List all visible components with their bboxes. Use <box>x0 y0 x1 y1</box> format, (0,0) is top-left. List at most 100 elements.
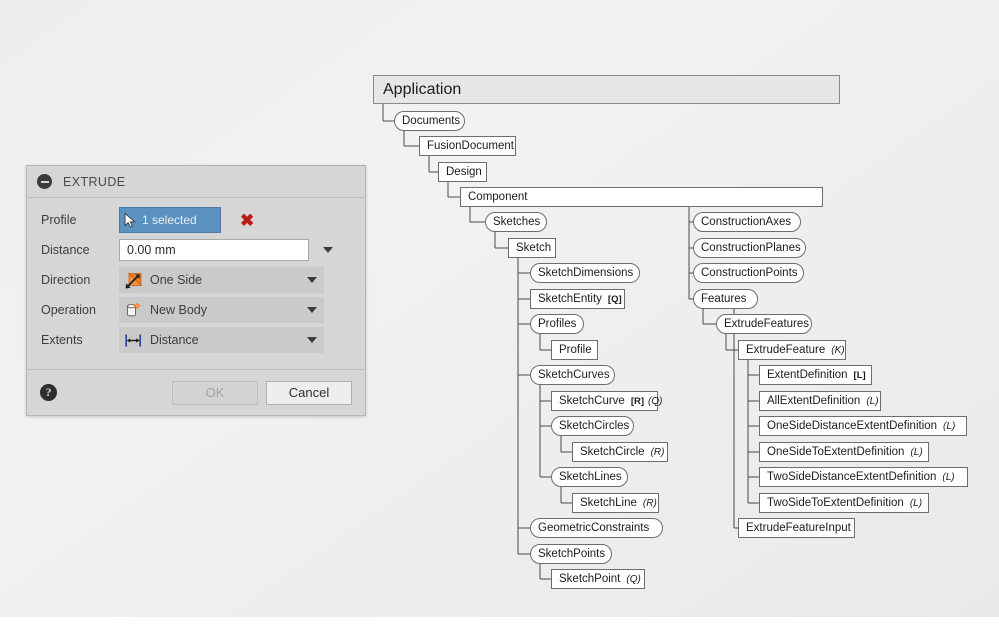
tree-node-label: Features <box>701 293 747 305</box>
tree-node-label: ConstructionAxes <box>701 216 792 228</box>
label-profile: Profile <box>41 213 77 227</box>
extents-chevron-down-icon[interactable] <box>307 337 317 343</box>
tree-node-construction-points[interactable]: ConstructionPoints <box>693 263 804 283</box>
tree-node-label: ConstructionPlanes <box>701 242 801 254</box>
distance-dropdown-chevron-icon[interactable] <box>323 247 333 253</box>
tree-node-fusion-document[interactable]: FusionDocument <box>419 136 516 156</box>
help-icon[interactable]: ? <box>40 384 57 401</box>
extrude-dialog[interactable]: EXTRUDE Profile 1 selected ✖ Distance 0.… <box>26 165 366 416</box>
tree-node-one-side-to-extent-definition[interactable]: OneSideToExtentDefinition(L) <box>759 442 929 462</box>
row-distance: Distance 0.00 mm <box>27 235 365 265</box>
tree-node-two-side-to-extent-definition[interactable]: TwoSideToExtentDefinition(L) <box>759 493 929 513</box>
tree-node-tag: [L] <box>853 369 866 381</box>
tree-node-features[interactable]: Features <box>693 289 758 309</box>
tree-node-component[interactable]: Component <box>460 187 823 207</box>
tree-node-construction-axes[interactable]: ConstructionAxes <box>693 212 801 232</box>
tree-node-geometric-constraints[interactable]: GeometricConstraints <box>530 518 663 538</box>
tree-node-tag-secondary: (Q) <box>648 395 663 407</box>
tree-connector-lines <box>382 104 759 580</box>
tree-node-label: TwoSideToExtentDefinition <box>767 497 904 509</box>
tree-node-documents[interactable]: Documents <box>394 111 465 131</box>
tree-node-sketch-dimensions[interactable]: SketchDimensions <box>530 263 640 283</box>
tree-node-label: ConstructionPoints <box>701 267 798 279</box>
tree-node-label: ExtrudeFeatureInput <box>746 522 851 534</box>
tree-node-application[interactable]: Application <box>373 75 840 104</box>
tree-node-sketches[interactable]: Sketches <box>485 212 547 232</box>
direction-one-side-icon <box>125 272 142 288</box>
tree-node-label: Documents <box>402 115 461 127</box>
tree-node-two-side-distance-extent-definition[interactable]: TwoSideDistanceExtentDefinition(L) <box>759 467 968 487</box>
tree-node-tag: (K) <box>831 344 845 356</box>
operation-combo[interactable]: New Body <box>119 297 324 323</box>
tree-node-sketch-points[interactable]: SketchPoints <box>530 544 612 564</box>
tree-node-label: OneSideDistanceExtentDefinition <box>767 420 938 432</box>
collapse-minus-icon[interactable] <box>37 174 52 189</box>
operation-chevron-down-icon[interactable] <box>307 307 317 313</box>
dialog-footer: ? OK Cancel <box>27 369 365 415</box>
tree-node-label: Application <box>383 80 462 98</box>
label-direction: Direction <box>41 273 91 287</box>
tree-node-label: SketchCurves <box>538 369 610 381</box>
extents-value: Distance <box>150 333 199 347</box>
tree-node-sketch-curve[interactable]: SketchCurve [R](Q) <box>551 391 663 411</box>
dialog-titlebar: EXTRUDE <box>27 166 365 198</box>
tree-node-label: SketchCircle <box>580 446 645 458</box>
tree-node-label: SketchLines <box>559 471 622 483</box>
direction-chevron-down-icon[interactable] <box>307 277 317 283</box>
distance-arrows-icon <box>125 334 142 346</box>
tree-node-profiles[interactable]: Profiles <box>530 314 584 334</box>
tree-node-sketch-circle[interactable]: SketchCircle(R) <box>572 442 668 462</box>
label-distance: Distance <box>41 243 90 257</box>
extents-combo[interactable]: Distance <box>119 327 324 353</box>
row-direction: Direction One Side <box>27 265 365 295</box>
dialog-body: Profile 1 selected ✖ Distance 0.00 mm Di… <box>27 198 365 369</box>
tree-node-label: SketchPoints <box>538 548 606 560</box>
tree-node-label: Sketches <box>493 216 541 228</box>
label-extents: Extents <box>41 333 83 347</box>
tree-node-label: SketchDimensions <box>538 267 634 279</box>
tree-node-extent-definition[interactable]: ExtentDefinition [L] <box>759 365 872 385</box>
tree-node-label: SketchEntity <box>538 293 602 305</box>
tree-node-label: GeometricConstraints <box>538 522 650 534</box>
distance-input[interactable]: 0.00 mm <box>119 239 309 261</box>
tree-node-tag: [Q] <box>607 293 622 305</box>
tree-node-sketch[interactable]: Sketch <box>508 238 556 258</box>
tree-node-extrude-features[interactable]: ExtrudeFeatures <box>716 314 812 334</box>
tree-node-label: SketchPoint <box>559 573 621 585</box>
clear-selection-icon[interactable]: ✖ <box>240 210 255 230</box>
row-extents: Extents Distance <box>27 325 365 355</box>
tree-node-tag: (L) <box>943 420 956 432</box>
tree-node-extrude-feature[interactable]: ExtrudeFeature(K) <box>738 340 846 360</box>
tree-node-label: Profiles <box>538 318 577 330</box>
cancel-button[interactable]: Cancel <box>266 380 352 405</box>
tree-node-sketch-lines[interactable]: SketchLines <box>551 467 628 487</box>
tree-node-label: SketchCurve <box>559 395 625 407</box>
tree-node-tag: (Q) <box>626 573 641 585</box>
tree-node-label: Profile <box>559 344 592 356</box>
tree-node-sketch-curves[interactable]: SketchCurves <box>530 365 615 385</box>
tree-node-one-side-distance-extent-definition[interactable]: OneSideDistanceExtentDefinition (L) <box>759 416 967 436</box>
tree-node-label: ExtentDefinition <box>767 369 848 381</box>
tree-node-tag: [R] <box>630 395 645 407</box>
profile-selection-text: 1 selected <box>142 213 197 227</box>
tree-node-construction-planes[interactable]: ConstructionPlanes <box>693 238 806 258</box>
tree-node-design[interactable]: Design <box>438 162 487 182</box>
profile-selection-chip[interactable]: 1 selected <box>119 207 221 233</box>
tree-node-sketch-circles[interactable]: SketchCircles <box>551 416 634 436</box>
direction-combo[interactable]: One Side <box>119 267 324 293</box>
new-body-icon <box>127 302 141 316</box>
tree-node-all-extent-definition[interactable]: AllExtentDefinition(L) <box>759 391 881 411</box>
tree-node-extrude-feature-input[interactable]: ExtrudeFeatureInput <box>738 518 855 538</box>
dialog-title: EXTRUDE <box>63 174 126 189</box>
operation-value: New Body <box>150 303 207 317</box>
tree-node-sketch-point[interactable]: SketchPoint (Q) <box>551 569 645 589</box>
ok-button[interactable]: OK <box>172 380 258 405</box>
tree-node-sketch-line[interactable]: SketchLine(R) <box>572 493 659 513</box>
tree-node-label: SketchLine <box>580 497 637 509</box>
cursor-arrow-icon <box>124 212 136 228</box>
label-operation: Operation <box>41 303 96 317</box>
tree-node-profile[interactable]: Profile <box>551 340 598 360</box>
tree-node-sketch-entity[interactable]: SketchEntity [Q] <box>530 289 625 309</box>
